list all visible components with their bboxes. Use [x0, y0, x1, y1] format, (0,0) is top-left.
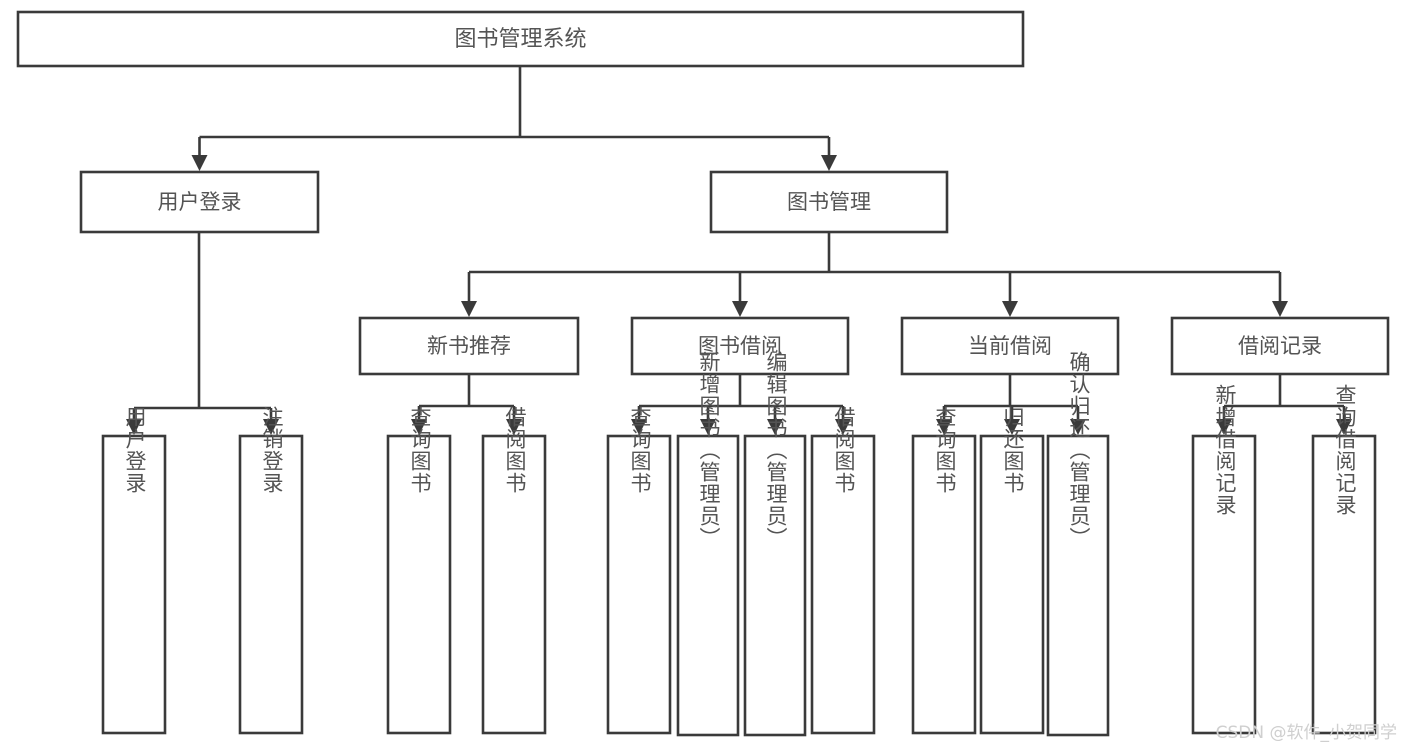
node-book-manage[interactable]: 图书管理: [709, 170, 949, 234]
node-br-query-record[interactable]: 查询借阅记录: [1311, 384, 1377, 735]
node-box[interactable]: [676, 434, 740, 737]
arrow-head-icon: [1272, 301, 1288, 317]
node-label: 归还图书: [1001, 406, 1025, 494]
node-cb-query-book[interactable]: 查询图书: [911, 406, 977, 735]
node-label: 图书管理系统: [454, 27, 586, 52]
node-bb-edit-book[interactable]: 编辑图书（管理员）: [743, 351, 807, 737]
node-label: 编辑图书（管理员）: [764, 351, 788, 549]
node-label: 用户登录: [158, 190, 242, 214]
node-current-borrow[interactable]: 当前借阅: [900, 316, 1120, 376]
node-label: 图书管理: [787, 190, 871, 214]
node-cb-confirm-return[interactable]: 确认归还（管理员）: [1046, 351, 1110, 737]
connector-group-root-to-level1: [191, 66, 837, 171]
connector-group-currentborrow-to-leaves: [936, 374, 1086, 435]
node-br-add-record[interactable]: 新增借阅记录: [1191, 384, 1257, 735]
node-box[interactable]: [101, 434, 167, 735]
node-bb-add-book[interactable]: 新增图书（管理员）: [676, 351, 740, 737]
node-box[interactable]: [709, 170, 949, 234]
csdn-watermark: CSDN @软件_小贺同学: [1215, 723, 1397, 743]
node-label: 新增借阅记录: [1213, 384, 1237, 516]
arrow-head-icon: [732, 301, 748, 317]
node-bb-query-book[interactable]: 查询图书: [606, 406, 672, 735]
node-logout-do[interactable]: 注销登录: [238, 406, 304, 735]
connector-layer: [126, 66, 1352, 435]
node-box[interactable]: [743, 434, 807, 737]
node-rec-borrow-book[interactable]: 借阅图书: [481, 406, 547, 735]
node-box[interactable]: [900, 316, 1120, 376]
node-box[interactable]: [979, 434, 1045, 735]
node-box[interactable]: [1191, 434, 1257, 735]
node-borrow-record[interactable]: 借阅记录: [1170, 316, 1390, 376]
arrow-head-icon: [700, 419, 716, 435]
arrow-head-icon: [191, 155, 208, 171]
node-new-book-rec[interactable]: 新书推荐: [358, 316, 580, 376]
arrow-head-icon: [506, 419, 522, 435]
arrow-head-icon: [1002, 301, 1018, 317]
node-box[interactable]: [238, 434, 304, 735]
connector-group-borrowrecord-to-leaves: [1216, 374, 1352, 435]
arrow-head-icon: [1070, 419, 1086, 435]
node-box[interactable]: [1046, 434, 1110, 737]
node-box[interactable]: [1311, 434, 1377, 735]
connector-group-bookmanage-to-level2: [461, 232, 1288, 317]
arrow-head-icon: [631, 419, 647, 435]
arrow-head-icon: [1216, 419, 1232, 435]
node-cb-return-book[interactable]: 归还图书: [979, 406, 1045, 735]
node-label: 查询图书: [933, 406, 957, 494]
node-box[interactable]: [911, 434, 977, 735]
node-box[interactable]: [810, 434, 876, 735]
connector-group-bookborrow-to-leaves: [631, 374, 851, 435]
arrow-head-icon: [1336, 419, 1352, 435]
arrow-head-icon: [821, 155, 837, 171]
node-label: 用户登录: [123, 406, 147, 494]
node-label: 借阅图书: [503, 406, 527, 494]
arrow-head-icon: [835, 419, 851, 435]
arrow-head-icon: [126, 419, 142, 435]
node-user-login[interactable]: 用户登录: [79, 170, 320, 234]
node-box[interactable]: [606, 434, 672, 735]
node-box[interactable]: [358, 316, 580, 376]
arrow-head-icon: [1004, 419, 1020, 435]
node-box[interactable]: [386, 434, 452, 735]
node-box[interactable]: [79, 170, 320, 234]
node-box[interactable]: [16, 10, 1025, 68]
arrow-head-icon: [263, 419, 279, 435]
node-bb-borrow-book[interactable]: 借阅图书: [810, 406, 876, 735]
node-label: 借阅图书: [832, 406, 856, 494]
node-login-do[interactable]: 用户登录: [101, 406, 167, 735]
node-label: 新增图书（管理员）: [697, 351, 721, 549]
node-label: 当前借阅: [968, 334, 1052, 358]
node-label: 借阅记录: [1238, 334, 1322, 358]
node-box[interactable]: [630, 316, 850, 376]
connector-group-newbookrec-to-leaves: [411, 374, 522, 435]
arrow-head-icon: [936, 419, 952, 435]
node-box[interactable]: [481, 434, 547, 735]
node-label: 查询借阅记录: [1333, 384, 1357, 516]
node-label: 查询图书: [408, 406, 432, 494]
node-label: 图书借阅: [698, 334, 782, 358]
node-book-borrow[interactable]: 图书借阅: [630, 316, 850, 376]
node-label: 新书推荐: [427, 334, 511, 358]
connector-group-userlogin-to-leaves: [126, 232, 279, 435]
arrow-head-icon: [767, 419, 783, 435]
arrow-head-icon: [461, 301, 477, 317]
node-label: 确认归还（管理员）: [1067, 351, 1091, 549]
node-label: 注销登录: [260, 406, 284, 494]
node-label: 查询图书: [628, 406, 652, 494]
node-layer: 图书管理系统用户登录图书管理用户登录注销登录新书推荐图书借阅当前借阅借阅记录查询…: [16, 10, 1390, 737]
node-rec-query-book[interactable]: 查询图书: [386, 406, 452, 735]
node-root[interactable]: 图书管理系统: [16, 10, 1025, 68]
node-box[interactable]: [1170, 316, 1390, 376]
arrow-head-icon: [411, 419, 427, 435]
